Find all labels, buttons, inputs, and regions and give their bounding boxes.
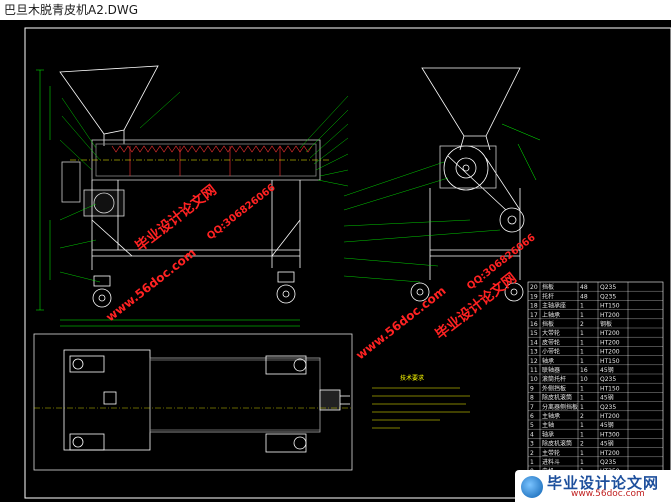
window-title: 巴旦木脱青皮机A2.DWG bbox=[0, 0, 671, 20]
watermark-cn-1: 毕业设计论文网 bbox=[132, 181, 220, 255]
drawing-border bbox=[24, 27, 671, 499]
bom-cell: 联轴器 bbox=[542, 366, 560, 374]
bom-cell: 滚筒托杆 bbox=[542, 375, 566, 383]
front-view bbox=[36, 65, 349, 321]
bom-cell: 2 bbox=[580, 321, 584, 328]
cad-drawing: 技术要求 20挡板48Q23519托杆48Q23518主轴承座1HT15017上… bbox=[24, 27, 671, 499]
bom-cell: 挡板 bbox=[542, 320, 554, 328]
bom-cell: 1 bbox=[580, 422, 584, 429]
bom-cell: Q235 bbox=[600, 284, 616, 291]
bom-cell: 轴承 bbox=[542, 430, 554, 438]
bom-cell: 皮带轮 bbox=[542, 338, 560, 346]
bom-cell: HT200 bbox=[600, 413, 620, 420]
bom-cell: 48 bbox=[580, 293, 588, 300]
bom-cell: Q235 bbox=[600, 376, 616, 383]
site-brand-badge[interactable]: 毕业设计论文网 www.56doc.com bbox=[515, 470, 671, 502]
bom-cell: 2 bbox=[580, 441, 584, 448]
bom-cell: 外侧挡板 bbox=[542, 384, 566, 392]
bom-cell: 1 bbox=[580, 459, 584, 466]
bom-cell: 5 bbox=[530, 422, 534, 429]
bom-cell: HT200 bbox=[600, 339, 620, 346]
brand-name: 毕业设计论文网 bbox=[547, 474, 660, 492]
bom-cell: 除皮机滚筒 bbox=[542, 394, 572, 402]
bom-cell: 48 bbox=[580, 284, 588, 291]
bom-cell: 1 bbox=[580, 395, 584, 402]
bom-cell: 托杆 bbox=[542, 292, 554, 300]
bom-cell: 1 bbox=[580, 330, 584, 337]
bom-cell: 15 bbox=[530, 330, 538, 337]
bom-cell: 1 bbox=[580, 404, 584, 411]
bom-cell: 小带轮 bbox=[542, 348, 560, 356]
bom-cell: 20 bbox=[530, 284, 538, 291]
bom-cell: 1 bbox=[580, 431, 584, 438]
bom-cell: HT200 bbox=[600, 330, 620, 337]
bom-cell: 1 bbox=[580, 385, 584, 392]
bom-cell: 2 bbox=[530, 450, 534, 457]
bom-cell: 13 bbox=[530, 349, 538, 356]
bom-cell: 1 bbox=[580, 303, 584, 310]
bom-cell: 4 bbox=[530, 431, 534, 438]
bom-cell: 18 bbox=[530, 303, 538, 310]
bom-cell: 1 bbox=[580, 349, 584, 356]
bom-cell: 1 bbox=[530, 459, 534, 466]
bom-cell: 6 bbox=[530, 413, 534, 420]
bom-cell: 19 bbox=[530, 293, 538, 300]
bom-cell: 16 bbox=[530, 321, 538, 328]
bom-cell: 主轴承 bbox=[542, 412, 560, 420]
bom-cell: 45钢 bbox=[600, 421, 614, 429]
bom-cell: 11 bbox=[530, 367, 538, 374]
bom-cell: Q235 bbox=[600, 459, 616, 466]
bom-cell: HT200 bbox=[600, 312, 620, 319]
bom-cell: 主轴承座 bbox=[542, 302, 566, 310]
bom-cell: 主带轮 bbox=[542, 449, 560, 457]
watermark-url-1: www.56doc.com bbox=[103, 246, 198, 325]
watermark-url-2: www.56doc.com bbox=[353, 284, 448, 363]
brand-url: www.56doc.com bbox=[571, 489, 645, 499]
bom-cell: 17 bbox=[530, 312, 538, 319]
brand-logo-icon bbox=[521, 476, 543, 498]
bom-cell: HT200 bbox=[600, 349, 620, 356]
bom-cell: 16 bbox=[580, 367, 588, 374]
bom-cell: 3 bbox=[530, 441, 534, 448]
bom-cell: 14 bbox=[530, 339, 538, 346]
bom-cell: 进料斗 bbox=[542, 458, 560, 466]
bom-cell: 1 bbox=[580, 339, 584, 346]
bom-cell: 7 bbox=[530, 404, 534, 411]
bom-cell: 45钢 bbox=[600, 440, 614, 448]
watermarks: 毕业设计论文网 QQ:306826066 www.56doc.com QQ:30… bbox=[103, 181, 538, 362]
bom-cell: 45钢 bbox=[600, 366, 614, 374]
bom-cell: 分离器侧挡板 bbox=[542, 403, 578, 411]
bom-cell: 45钢 bbox=[600, 394, 614, 402]
bom-cell: HT200 bbox=[600, 450, 620, 457]
bom-cell: HT300 bbox=[600, 431, 620, 438]
bom-cell: 9 bbox=[530, 385, 534, 392]
bom-cell: 钢板 bbox=[600, 320, 612, 328]
bom-cell: HT150 bbox=[600, 385, 620, 392]
bom-cell: Q235 bbox=[600, 293, 616, 300]
bom-cell: 大带轮 bbox=[542, 329, 560, 337]
top-view bbox=[33, 325, 353, 471]
bom-cell: 10 bbox=[580, 376, 588, 383]
bom-cell: 除皮机滚筒 bbox=[542, 440, 572, 448]
bom-cell: 轴承 bbox=[542, 357, 554, 365]
bom-cell: 2 bbox=[580, 413, 584, 420]
bom-cell: 1 bbox=[580, 312, 584, 319]
bom-cell: Q235 bbox=[600, 404, 616, 411]
bom-cell: 上轴承 bbox=[542, 311, 560, 319]
bom-cell: 主轴 bbox=[542, 421, 554, 429]
bom-cell: 10 bbox=[530, 376, 538, 383]
side-view bbox=[343, 67, 541, 302]
bom-cell: 挡板 bbox=[542, 283, 554, 291]
bom-cell: HT150 bbox=[600, 358, 620, 365]
bom-cell: 1 bbox=[580, 450, 584, 457]
bom-cell: 12 bbox=[530, 358, 538, 365]
bom-cell: 8 bbox=[530, 395, 534, 402]
bom-cell: HT150 bbox=[600, 303, 620, 310]
bom-cell: 1 bbox=[580, 358, 584, 365]
tech-req-title: 技术要求 bbox=[400, 374, 424, 382]
tech-requirements: 技术要求 bbox=[372, 374, 470, 429]
